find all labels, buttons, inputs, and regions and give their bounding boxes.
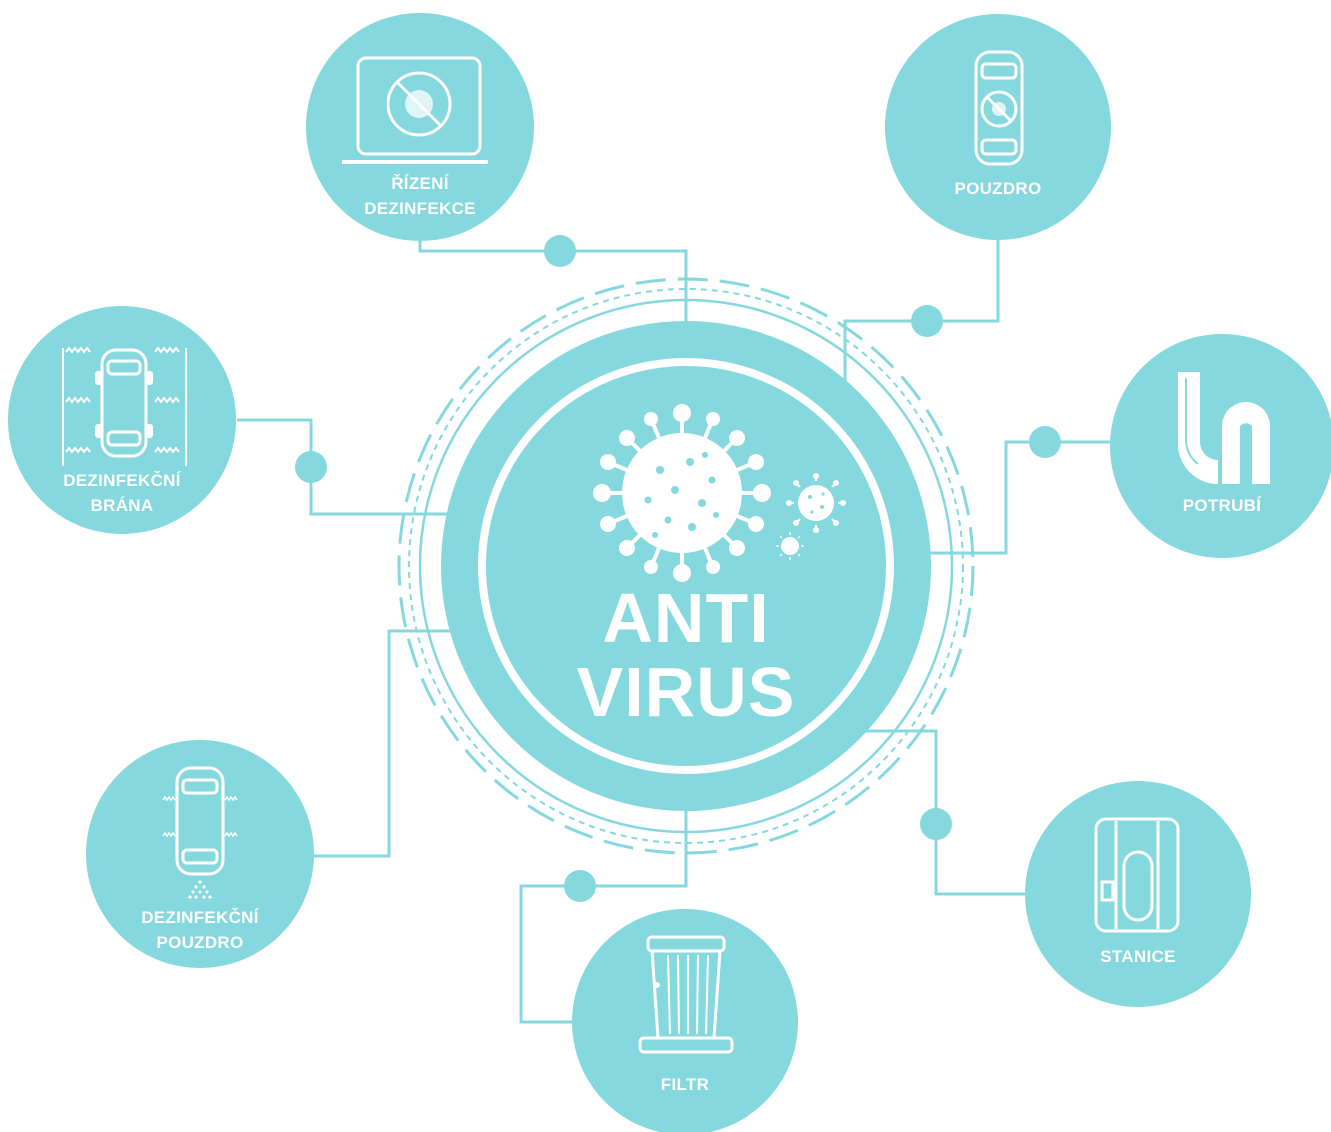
virus-icon [593,404,771,582]
node-label-pouzdro: POUZDRO [954,179,1041,198]
outer-dotted-ring [408,288,964,844]
node-dezinfekcni-brana[interactable]: DEZINFEKČNÍ BRÁNA [8,306,236,534]
capsule-no-virus-icon [974,50,1024,166]
node-stanice[interactable]: STANICE [1025,781,1251,1007]
connector-filtr [519,810,688,1024]
outer-thin-ring [418,298,954,834]
connector-dez-pouzdro [313,629,455,858]
node-label-potrubi: POTRUBÍ [1183,496,1263,515]
center-hub: ANTI VIRUS [397,277,975,855]
node-label-brana-1: DEZINFEKČNÍ [63,471,182,490]
node-label-filtr: FILTR [661,1075,709,1094]
station-icon [1094,817,1180,933]
connector-dots [295,235,1061,902]
node-label-rizeni-1: ŘÍZENÍ [391,174,449,193]
disinfection-gate-icon [62,346,187,466]
node-dezinfekcni-pouzdro[interactable]: DEZINFEKČNÍ POUZDRO [86,740,314,968]
node-label-stanice: STANICE [1100,947,1175,966]
spray-capsule-icon [162,766,238,899]
node-label-dez-pouzdro-2: POUZDRO [156,933,243,952]
inner-white-ring [478,358,894,774]
connector-dot [1029,426,1061,458]
connector-dot [920,808,952,840]
connector-dot [295,451,327,483]
node-label-rizeni-2: DEZINFEKCE [364,199,476,218]
node-label-brana-2: BRÁNA [91,496,154,515]
connector-brana [237,418,456,516]
node-filtr[interactable]: FILTR [572,909,798,1132]
tiny-virus-icon [776,532,804,560]
connector-dot [564,870,596,902]
node-label-dez-pouzdro-1: DEZINFEKČNÍ [141,908,260,927]
node-pouzdro[interactable]: POUZDRO [885,14,1111,240]
center-title-line2: VIRUS [577,653,796,731]
node-potrubi[interactable]: POTRUBÍ [1110,334,1331,558]
center-title-line1: ANTI [602,579,769,657]
node-rizeni-dezinfekce[interactable]: ŘÍZENÍ DEZINFEKCE [306,13,534,241]
filter-icon [638,935,734,1054]
connector-dot [544,235,576,267]
outer-dashed-ring [397,277,975,855]
laptop-no-virus-icon [342,56,488,164]
pipe-icon [1178,372,1270,484]
connector-dot [911,305,943,337]
small-virus-icon [786,473,846,533]
